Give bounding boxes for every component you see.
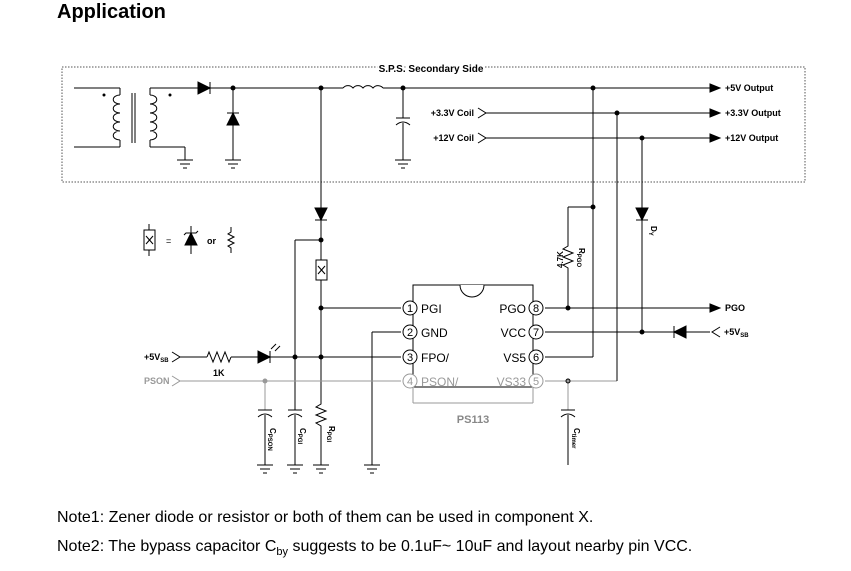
pin-6-name: VS5 xyxy=(503,351,526,365)
pin-3-name: FPO/ xyxy=(421,351,450,365)
note-2-sub: by xyxy=(276,546,288,559)
coil-33v-label: +3.3V Coil xyxy=(431,108,474,118)
ctimer-capacitor xyxy=(560,378,576,465)
cpson-capacitor xyxy=(257,381,273,474)
legend-equals: = xyxy=(166,236,171,246)
component-x-legend xyxy=(143,224,236,256)
v5sb-right-label: +5VSB xyxy=(724,327,749,339)
output-5v-label: +5V Output xyxy=(725,83,773,93)
frame-label: S.P.S. Secondary Side xyxy=(379,64,484,75)
page-title: Application xyxy=(57,1,166,23)
pin-circles xyxy=(402,300,544,389)
rpgo-label: RPGO xyxy=(575,248,586,267)
wire-vs33 xyxy=(545,110,620,382)
pin-8-name: PGO xyxy=(499,302,526,316)
note-2: Note2: The bypass capacitor Cby suggests… xyxy=(57,538,692,558)
wire-vs5 xyxy=(545,85,596,358)
arrow-33v-output xyxy=(709,108,722,118)
pin-7-num: 7 xyxy=(533,327,539,339)
note-2-prefix: Note2: The bypass capacitor C xyxy=(57,538,277,555)
resistor-1k-label: 1K xyxy=(213,368,225,378)
pson-line xyxy=(171,375,401,387)
wire-pgo xyxy=(545,303,722,313)
pin-2-name: GND xyxy=(421,326,448,340)
pin-6-num: 6 xyxy=(533,352,539,364)
wire-gnd xyxy=(364,331,401,474)
pin-1-name: PGI xyxy=(421,302,442,316)
pin-1-num: 1 xyxy=(407,303,413,315)
fpo-chain xyxy=(171,343,401,364)
ctimer-label: Ctimer xyxy=(570,428,581,449)
coil-12v-label: +12V Coil xyxy=(433,133,474,143)
output-capacitor xyxy=(395,85,411,169)
transformer xyxy=(74,87,198,169)
coil-33v-line xyxy=(477,107,710,119)
output-33v-label: +3.3V Output xyxy=(725,108,781,118)
sps-secondary-frame xyxy=(61,66,806,183)
component-x xyxy=(315,259,328,400)
cpgi-label: CPGI xyxy=(296,428,307,444)
pin-5-name: VS33 xyxy=(497,375,527,389)
output-inductor xyxy=(342,85,710,89)
rpgo-value: 4.7K xyxy=(556,251,565,268)
freewheel-diode xyxy=(225,85,241,169)
output-12v-label: +12V Output xyxy=(725,133,778,143)
pson-input-label: PSON xyxy=(144,376,170,386)
cpson-label: CPSON xyxy=(266,428,277,451)
application-schematic: S.P.S. Secondary Side +5V Output +3.3V O… xyxy=(61,62,806,474)
pin-5-num: 5 xyxy=(533,376,539,388)
pgi-feed xyxy=(294,85,328,400)
pin-2-num: 2 xyxy=(407,327,413,339)
chip-name: PS113 xyxy=(457,414,489,426)
legend-or: or xyxy=(207,236,216,246)
pin-8-num: 8 xyxy=(533,303,539,315)
pin-4-name: PSON/ xyxy=(421,375,459,389)
note-2-suffix: suggests to be 0.1uF~ 10uF and layout ne… xyxy=(288,538,693,555)
rpgi-label: RPGI xyxy=(325,426,336,442)
cpgi-capacitor xyxy=(287,400,303,474)
pgo-output-label: PGO xyxy=(725,303,745,313)
v5sb-left-label: +5VSB xyxy=(144,352,169,364)
dy-label: DY xyxy=(647,226,658,236)
arrow-12v-output xyxy=(709,133,722,143)
coil-12v-line xyxy=(477,132,710,144)
pin-7-name: VCC xyxy=(501,326,527,340)
wire-vcc xyxy=(545,135,721,339)
rpgi-resistor xyxy=(313,400,329,474)
note-1: Note1: Zener diode or resistor or both o… xyxy=(57,509,594,526)
pin-4-num: 4 xyxy=(407,376,413,388)
arrow-5v-output xyxy=(709,83,722,93)
pin-3-num: 3 xyxy=(407,352,413,364)
